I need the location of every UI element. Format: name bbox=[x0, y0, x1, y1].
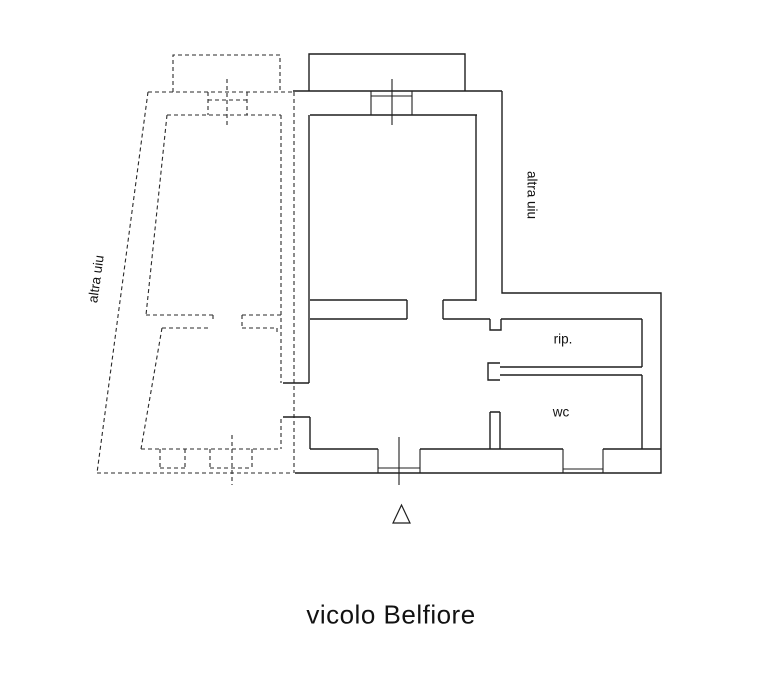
party-wall-passage bbox=[283, 382, 311, 449]
dashed-inner-west-wall-upper bbox=[145, 114, 168, 316]
dashed-window-symbol-top bbox=[207, 79, 248, 125]
storage-wc-divider-wall bbox=[487, 362, 642, 381]
hall-top-wall bbox=[310, 299, 490, 320]
adjacent-unit-label-right: altra uiu bbox=[524, 170, 540, 220]
top-room-walls bbox=[308, 114, 477, 383]
dashed-outer-west-wall bbox=[96, 91, 149, 474]
adjacent-unit-dashed-outline bbox=[96, 54, 295, 485]
storage-room-label: rip. bbox=[553, 331, 573, 347]
hall-top-jamb bbox=[489, 318, 642, 331]
dashed-partition-wall bbox=[146, 314, 281, 334]
outer-perimeter-wall bbox=[293, 90, 662, 474]
subject-unit-solid-walls bbox=[283, 53, 662, 474]
window-symbols bbox=[370, 79, 604, 485]
window-symbol-bottom-wc bbox=[562, 449, 604, 473]
window-symbol-top bbox=[370, 79, 413, 125]
window-symbol-bottom-hall bbox=[377, 437, 421, 485]
dashed-balcony-outline bbox=[172, 54, 281, 92]
dashed-window-symbol-bottom-2 bbox=[209, 435, 253, 485]
wc-room-walls bbox=[489, 375, 643, 449]
balcony-outline bbox=[308, 53, 466, 91]
entrance-triangle-marker bbox=[392, 503, 411, 524]
street-name-label: vicolo Belfiore bbox=[306, 599, 476, 630]
bathroom-label: wc bbox=[552, 404, 570, 420]
dashed-inner-west-wall-lower bbox=[140, 327, 163, 450]
dashed-window-symbol-bottom-1 bbox=[159, 449, 186, 469]
